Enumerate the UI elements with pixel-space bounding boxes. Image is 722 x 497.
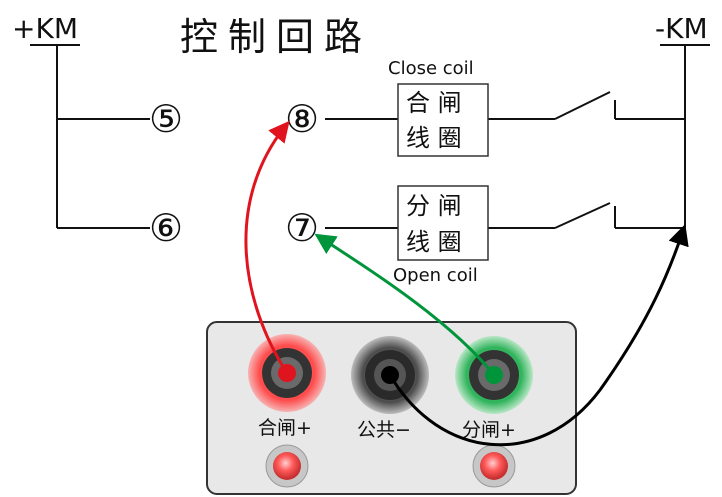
- close-jack-label: 合闸+: [258, 417, 312, 439]
- terminal-8: ⑧: [285, 97, 319, 141]
- open-test-lead: [314, 233, 496, 376]
- common-jack-label: 公共−: [357, 419, 411, 441]
- open-jack-label: 分闸+: [462, 419, 516, 441]
- close-coil-line-1: 合 闸: [406, 89, 462, 117]
- common-test-lead: [388, 224, 689, 447]
- close-coil-caption: Close coil: [388, 58, 474, 79]
- open-coil-caption: Open coil: [393, 265, 478, 286]
- positive-bus-label: +KM: [12, 12, 78, 45]
- negative-bus-label: -KM: [655, 12, 708, 45]
- close-contact-blade: [554, 91, 611, 120]
- open-coil-line-2: 线 圈: [406, 228, 462, 256]
- open-coil-line-1: 分 闸: [406, 192, 462, 220]
- open-contact-blade: [554, 202, 611, 229]
- open-coil-box: [397, 185, 489, 261]
- terminal-7: ⑦: [285, 206, 319, 250]
- diagram-title: 控制回路: [180, 15, 372, 59]
- terminal-5: ⑤: [149, 97, 183, 141]
- terminal-6: ⑥: [149, 206, 183, 250]
- open-indicator-lamp: [472, 444, 516, 488]
- close-plus-jack[interactable]: [248, 334, 326, 412]
- close-coil-box: [397, 83, 489, 157]
- close-coil-line-2: 线 圈: [406, 124, 462, 152]
- close-indicator-lamp: [265, 444, 309, 488]
- close-test-lead: [244, 120, 290, 374]
